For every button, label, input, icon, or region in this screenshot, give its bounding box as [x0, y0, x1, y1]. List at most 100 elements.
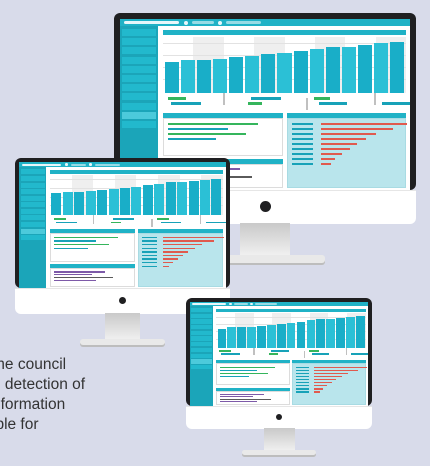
data-panel	[292, 363, 367, 405]
monitor-neck	[240, 223, 290, 257]
settings-icon	[250, 302, 253, 306]
panel-header	[163, 113, 283, 118]
row-label	[291, 153, 313, 155]
row-label	[291, 163, 313, 165]
legend-mark	[305, 98, 308, 110]
caption-text: the council d detection of nformation ib…	[0, 355, 180, 435]
legend-mark	[248, 102, 263, 105]
chart-bar	[62, 191, 73, 216]
sidebar-item	[20, 222, 45, 228]
tab-bar	[70, 163, 87, 166]
row-label	[291, 143, 313, 145]
chart-bar	[309, 49, 324, 93]
list-bar	[168, 128, 228, 130]
row-label	[291, 133, 313, 135]
legend-mark	[205, 221, 226, 224]
chart-bar	[217, 328, 227, 348]
list-bar	[53, 244, 110, 246]
address-bar	[22, 163, 62, 166]
chart-bar	[165, 182, 176, 216]
data-panel	[286, 118, 407, 188]
sidebar-item	[20, 189, 45, 195]
chart-bar	[211, 178, 222, 216]
monitor-screen	[189, 301, 369, 406]
chart-bar	[227, 327, 237, 348]
row-bar	[162, 254, 184, 257]
sidebar-item	[122, 121, 156, 128]
caption-line: d detection of	[0, 376, 86, 393]
row-label	[141, 244, 157, 246]
chart-bar	[229, 57, 244, 93]
sidebar-item	[122, 29, 156, 36]
row-label	[291, 138, 313, 140]
settings-icon	[89, 163, 93, 167]
settings-icon	[218, 20, 222, 25]
sidebar-item	[190, 342, 213, 347]
chart-bar	[261, 54, 276, 93]
power-button-icon	[118, 296, 127, 305]
row-label	[295, 378, 310, 381]
row-label	[141, 265, 157, 267]
chart-gridline	[50, 179, 223, 181]
row-label	[295, 385, 310, 387]
row-bar	[320, 143, 357, 145]
sidebar-item	[122, 47, 156, 55]
legend-mark	[381, 102, 410, 105]
row-label	[291, 158, 313, 160]
row-bar	[162, 265, 170, 267]
sidebar-item	[190, 307, 213, 313]
legend-mark	[221, 353, 240, 355]
row-bar	[162, 236, 224, 239]
list-bar	[53, 274, 93, 276]
list-bar	[53, 247, 88, 250]
data-panel	[50, 233, 135, 262]
chart-bar	[373, 43, 388, 93]
list-bar	[53, 279, 97, 282]
row-bar	[162, 261, 173, 264]
chart-bar	[326, 319, 335, 348]
chart-bar	[389, 42, 404, 93]
legend-mark	[308, 350, 319, 352]
sidebar-item	[122, 56, 156, 64]
chart-bar	[346, 316, 355, 348]
chart-bar	[296, 321, 306, 348]
row-bar	[313, 388, 323, 390]
chart-bar	[276, 323, 286, 348]
sidebar-item	[20, 228, 45, 234]
monitor	[15, 158, 230, 355]
sidebar-item	[122, 38, 156, 46]
list-bar	[219, 393, 264, 395]
list-bar	[219, 375, 250, 378]
chart-bar	[154, 183, 165, 216]
sidebar-item	[190, 353, 213, 358]
legend-mark	[251, 97, 282, 100]
chart-bar	[267, 324, 276, 348]
panel-header	[216, 387, 290, 391]
panel-header	[50, 264, 135, 269]
row-label	[291, 128, 313, 130]
panel-header	[216, 359, 290, 364]
legend-mark	[268, 353, 278, 355]
tab-bar	[226, 21, 261, 24]
row-bar	[320, 153, 343, 155]
row-bar	[313, 391, 320, 393]
legend-mark	[313, 97, 330, 100]
legend-mark	[168, 97, 187, 100]
list-bar	[53, 236, 118, 239]
panel-header	[50, 229, 135, 234]
row-label	[295, 391, 310, 393]
tab-bar	[95, 163, 121, 166]
row-bar	[313, 372, 348, 374]
monitor-base	[241, 450, 317, 455]
row-bar	[162, 240, 214, 242]
row-bar	[313, 382, 332, 384]
sidebar-item	[20, 202, 45, 208]
chart-bar	[355, 316, 365, 348]
row-bar	[162, 258, 178, 260]
list-bar	[168, 138, 216, 140]
list-bar	[219, 369, 257, 371]
chart-bar	[357, 45, 372, 93]
row-label	[141, 236, 157, 239]
sidebar-item	[122, 111, 156, 119]
list-bar	[219, 372, 268, 374]
